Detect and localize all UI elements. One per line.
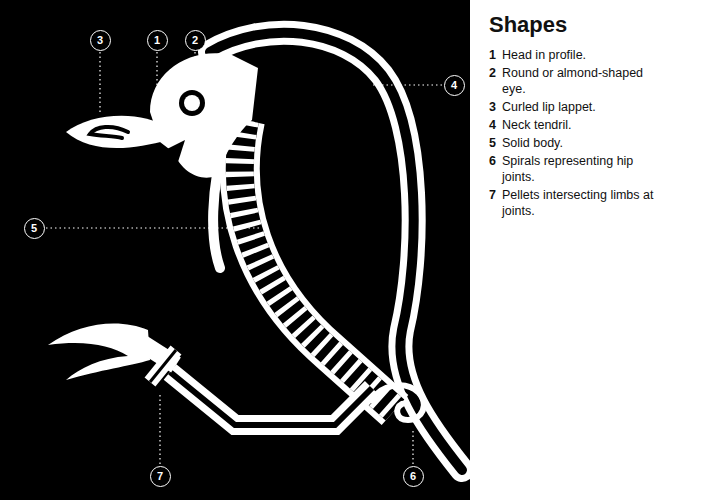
- item-number: 1: [489, 47, 502, 63]
- item-text: Head in profile.: [502, 47, 662, 63]
- list-item: 3Curled lip lappet.: [489, 99, 704, 115]
- callout-number: 6: [403, 466, 424, 487]
- list-item: 2Round or almond-shaped eye.: [489, 65, 704, 97]
- item-number: 7: [489, 187, 502, 219]
- item-text: Curled lip lappet.: [502, 99, 662, 115]
- callout-number: 1: [147, 30, 168, 51]
- item-text: Round or almond-shaped eye.: [502, 65, 662, 97]
- callout-text: 7: [157, 471, 163, 482]
- item-text: Pellets intersecting limbs at joints.: [502, 187, 662, 219]
- list-item: 5Solid body.: [489, 135, 704, 151]
- list-item: 4Neck tendril.: [489, 117, 704, 133]
- list-item: 1Head in profile.: [489, 47, 704, 63]
- callout-number: 5: [24, 218, 45, 239]
- item-number: 2: [489, 65, 502, 97]
- callout-text: 5: [31, 223, 37, 234]
- list-item: 7Pellets intersecting limbs at joints.: [489, 187, 704, 219]
- item-number: 3: [489, 99, 502, 115]
- callout-layer: 3 1 2 4 5 7 6: [0, 0, 470, 500]
- item-text: Solid body.: [502, 135, 662, 151]
- item-text: Spirals representing hip joints.: [502, 153, 662, 185]
- item-number: 6: [489, 153, 502, 185]
- callout-number: 7: [150, 466, 171, 487]
- callout-number: 3: [90, 30, 111, 51]
- legend-panel: Shapes1Head in profile.2Round or almond-…: [489, 12, 704, 221]
- list-item: 6Spirals representing hip joints.: [489, 153, 704, 185]
- item-number: 5: [489, 135, 502, 151]
- callout-number: 4: [444, 75, 465, 96]
- callout-text: 2: [192, 35, 198, 46]
- callout-text: 4: [451, 80, 457, 91]
- callout-text: 1: [154, 35, 160, 46]
- callout-text: 3: [97, 35, 103, 46]
- beast-illustration: [0, 0, 470, 500]
- callout-text: 6: [410, 471, 416, 482]
- callout-number: 2: [185, 30, 206, 51]
- item-number: 4: [489, 117, 502, 133]
- title: Shapes: [489, 12, 704, 38]
- item-text: Neck tendril.: [502, 117, 662, 133]
